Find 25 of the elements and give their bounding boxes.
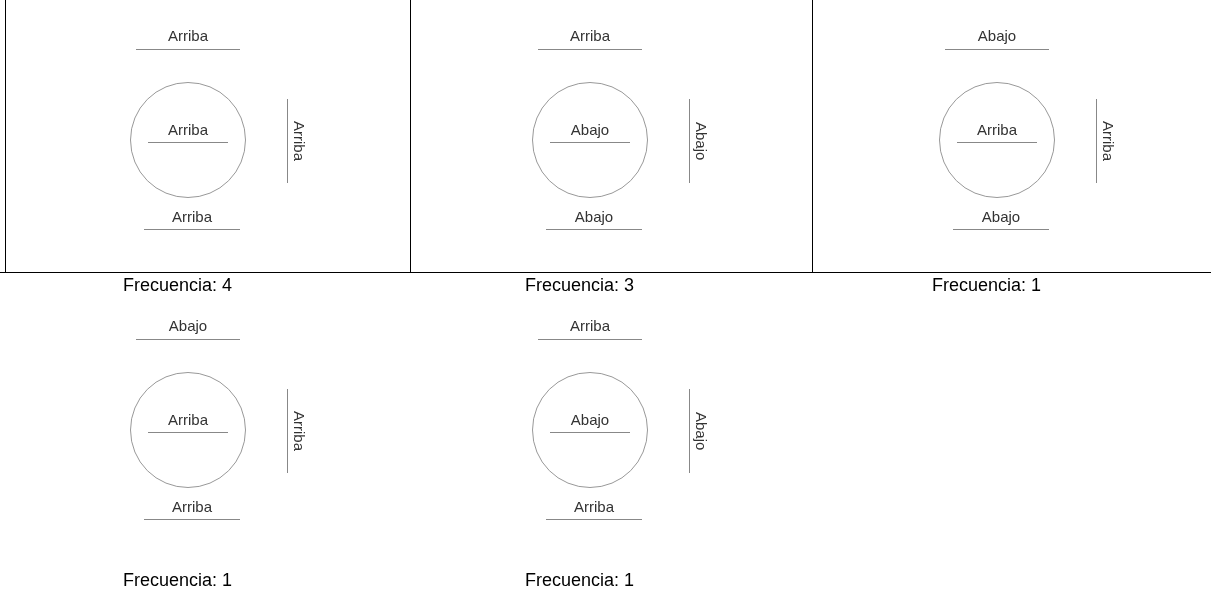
bottom-label: Abajo	[546, 208, 642, 230]
circle-label: Abajo	[550, 411, 630, 433]
bottom-label: Arriba	[144, 208, 240, 230]
circle-label: Arriba	[148, 411, 228, 433]
top-label: Abajo	[136, 317, 240, 340]
circle-label: Abajo	[550, 121, 630, 143]
bottom-label: Arriba	[546, 498, 642, 520]
circle-label: Arriba	[148, 121, 228, 143]
top-label: Arriba	[538, 317, 642, 340]
frequency-caption: Frecuencia: 1	[123, 570, 233, 590]
frequency-caption: Frecuencia: 3	[525, 275, 635, 295]
frequency-caption: Frecuencia: 4	[123, 275, 233, 295]
bottom-label: Abajo	[953, 208, 1049, 230]
side-label: Abajo	[689, 389, 710, 473]
side-label: Arriba	[1096, 99, 1117, 183]
frequency-caption: Frecuencia: 1	[932, 275, 1042, 295]
top-label: Arriba	[136, 27, 240, 50]
side-label: Arriba	[287, 99, 308, 183]
circle-label: Arriba	[957, 121, 1037, 143]
frequency-caption: Frecuencia: 1	[525, 570, 635, 590]
side-label: Abajo	[689, 99, 710, 183]
top-label: Arriba	[538, 27, 642, 50]
side-label: Arriba	[287, 389, 308, 473]
bottom-label: Arriba	[144, 498, 240, 520]
top-label: Abajo	[945, 27, 1049, 50]
